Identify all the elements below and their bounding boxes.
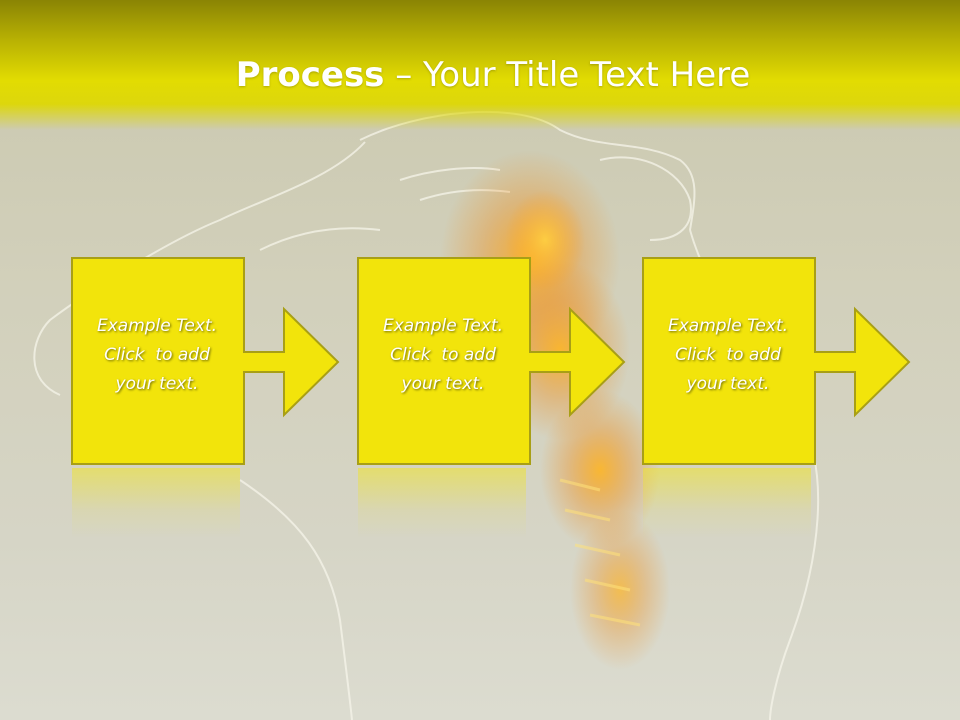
slide-title-rest: – Your Title Text Here [384, 55, 751, 95]
step-text-line-1: Example Text. [382, 316, 504, 336]
slide-title-bold: Process [235, 55, 385, 95]
slide-title[interactable]: Process – Your Title Text Here [0, 52, 960, 98]
step-text[interactable]: Example Text. Click to add your text. [72, 312, 242, 399]
step-reflection [358, 468, 526, 538]
arrow-shape [357, 257, 626, 465]
process-step-2[interactable]: Example Text. Click to add your text. [356, 256, 696, 538]
step-text[interactable]: Example Text. Click to add your text. [358, 312, 528, 399]
step-text-line-3: your text. [686, 374, 770, 394]
step-text-line-1: Example Text. [667, 316, 789, 336]
step-reflection [643, 468, 811, 538]
step-text-line-2: Click to add [675, 345, 781, 365]
step-text-line-2: Click to add [390, 345, 496, 365]
arrow-shape [642, 257, 911, 465]
step-text-line-3: your text. [115, 374, 199, 394]
step-text-line-1: Example Text. [96, 316, 218, 336]
step-text[interactable]: Example Text. Click to add your text. [643, 312, 813, 399]
step-text-line-3: your text. [401, 374, 485, 394]
process-step-3[interactable]: Example Text. Click to add your text. [641, 256, 960, 538]
arrow-shape [71, 257, 340, 465]
process-step-1[interactable]: Example Text. Click to add your text. [70, 256, 410, 538]
step-reflection [72, 468, 240, 538]
step-text-line-2: Click to add [104, 345, 210, 365]
title-band [0, 0, 960, 130]
